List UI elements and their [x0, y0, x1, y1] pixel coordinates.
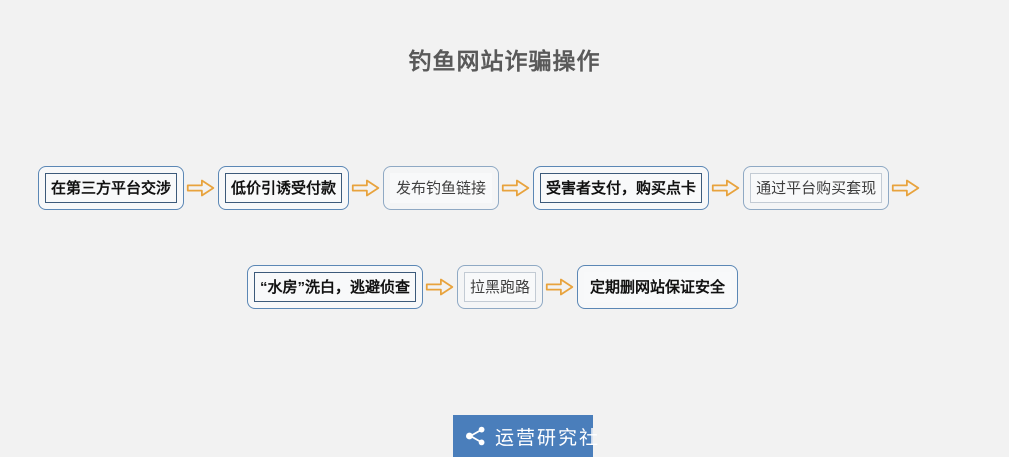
flow-node-inner: 发布钓鱼链接 — [390, 173, 493, 203]
share-nodes-icon — [463, 423, 489, 449]
flow-node[interactable]: 定期删网站保证安全 — [577, 265, 739, 309]
brand-logo: 运营研究社 — [453, 415, 598, 457]
right-block-arrow-icon — [499, 175, 533, 201]
flow-node-label: 拉黑跑路 — [470, 278, 531, 296]
flow-node-inner: 低价引诱受付款 — [225, 173, 343, 203]
flow-node-inner: 受害者支付，购买点卡 — [540, 173, 703, 203]
right-block-arrow-icon — [709, 175, 743, 201]
flow-node[interactable]: 拉黑跑路 — [457, 265, 544, 309]
flow-node-label: 受害者支付，购买点卡 — [546, 179, 697, 197]
flow-node[interactable]: 低价引诱受付款 — [218, 166, 350, 210]
right-block-arrow-icon — [184, 175, 218, 201]
flow-node-inner: “水房”洗白，逃避侦查 — [254, 272, 417, 302]
flow-node-inner: 在第三方平台交涉 — [45, 173, 178, 203]
flow-node-inner: 定期删网站保证安全 — [584, 272, 732, 302]
flow-node-inner: 拉黑跑路 — [464, 272, 537, 302]
flow-node[interactable]: 通过平台购买套现 — [743, 166, 890, 210]
brand-logo-text: 运营研究社 — [495, 426, 601, 449]
flow-node[interactable]: 受害者支付，购买点卡 — [533, 166, 710, 210]
flow-node-inner: 通过平台购买套现 — [750, 173, 883, 203]
flow-node-label: 通过平台购买套现 — [756, 179, 877, 197]
flow-node-label: “水房”洗白，逃避侦查 — [260, 278, 411, 296]
right-block-arrow-icon — [349, 175, 383, 201]
flow-node[interactable]: “水房”洗白，逃避侦查 — [247, 265, 424, 309]
right-block-arrow-icon — [889, 175, 923, 201]
right-block-arrow-icon — [423, 274, 457, 300]
flow-node-label: 发布钓鱼链接 — [396, 179, 487, 197]
flow-node-label: 低价引诱受付款 — [231, 179, 337, 197]
page-title: 钓鱼网站诈骗操作 — [408, 48, 601, 74]
flow-node-label: 定期删网站保证安全 — [590, 278, 726, 296]
flow-node[interactable]: 发布钓鱼链接 — [383, 166, 500, 210]
flow-row-2: “水房”洗白，逃避侦查 拉黑跑路 定期删网站保证安全 — [247, 265, 739, 309]
flow-node[interactable]: 在第三方平台交涉 — [38, 166, 185, 210]
flow-node-label: 在第三方平台交涉 — [51, 179, 172, 197]
flow-row-1: 在第三方平台交涉 低价引诱受付款 发布钓鱼链接 受害者支付，购买点卡 通过平台购买套现 — [38, 166, 923, 210]
right-block-arrow-icon — [543, 274, 577, 300]
